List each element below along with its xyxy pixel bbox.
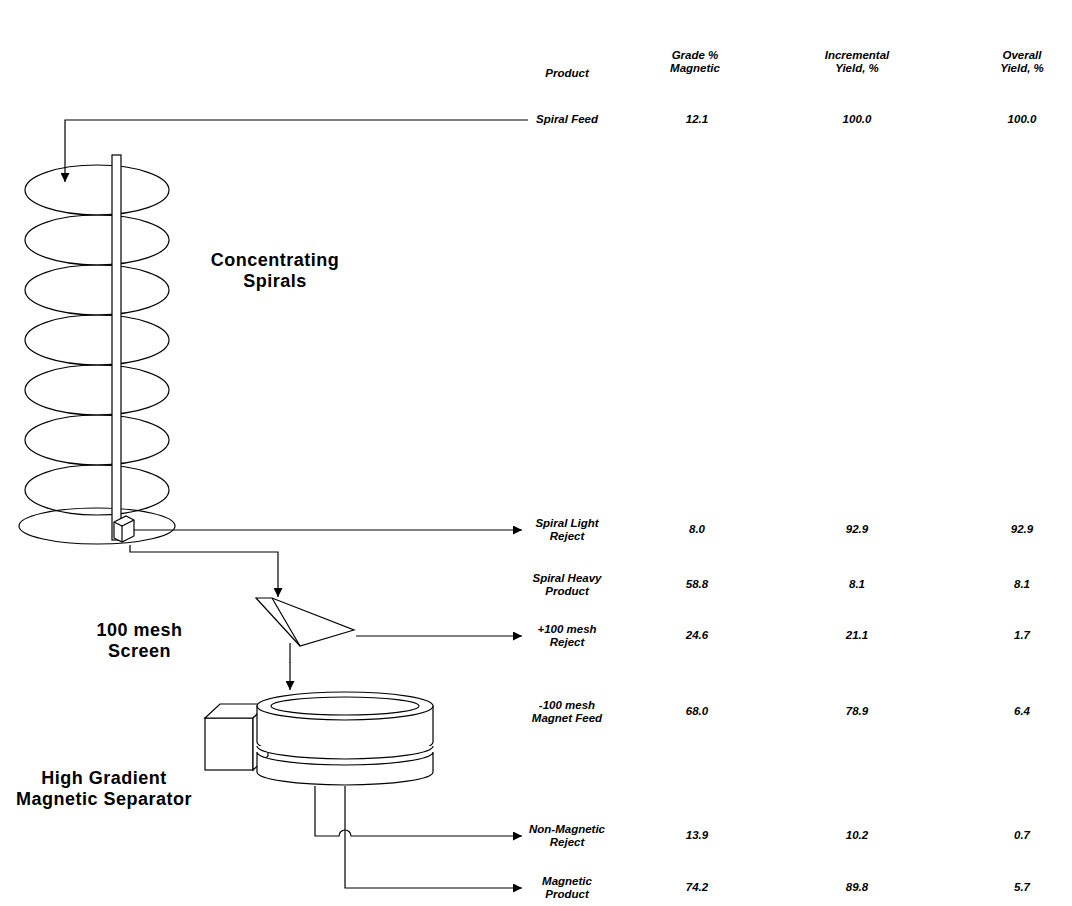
table-value: 68.0 xyxy=(667,705,727,718)
label-slot: 100.0 xyxy=(992,113,1052,126)
feed-line xyxy=(65,120,528,182)
label-slot: 13.9 xyxy=(667,829,727,842)
product-name: +100 mesh Reject xyxy=(524,623,610,649)
label-slot: Product xyxy=(527,67,607,80)
magnetic-line xyxy=(345,786,522,888)
label-slot: 1.7 xyxy=(992,629,1052,642)
label-slot: -100 mesh Magnet Feed xyxy=(524,699,610,725)
label-slot: 10.2 xyxy=(827,829,887,842)
nonmagnetic-line xyxy=(315,786,522,836)
product-name: -100 mesh Magnet Feed xyxy=(524,699,610,725)
label-slot: Incremental Yield, % xyxy=(818,49,896,75)
label-slot: Spiral Light Reject xyxy=(524,517,610,543)
table-value: 89.8 xyxy=(827,881,887,894)
table-value: 92.9 xyxy=(827,523,887,536)
product-name: Magnetic Product xyxy=(524,875,610,901)
label-slot: 8.0 xyxy=(667,523,727,536)
label-slot: Magnetic Product xyxy=(524,875,610,901)
equipment-unit: 100 mesh Screen xyxy=(90,597,360,662)
screen-symbol xyxy=(256,598,354,646)
table-value: 12.1 xyxy=(667,113,727,126)
label-slot: Spiral Heavy Product xyxy=(524,572,610,598)
label-slot: 24.6 xyxy=(667,629,727,642)
splitter xyxy=(114,516,134,542)
label-slot: 58.8 xyxy=(667,578,727,591)
product-name: Spiral Feed xyxy=(524,113,610,126)
product-name: Non-Magnetic Reject xyxy=(524,823,610,849)
column-header: Overall Yield, % xyxy=(992,49,1052,75)
label-slot: 78.9 xyxy=(827,705,887,718)
label-slot: 92.9 xyxy=(992,523,1052,536)
label-slot: 6.4 xyxy=(992,705,1052,718)
label-slot: 92.9 xyxy=(827,523,887,536)
table-value: 6.4 xyxy=(992,705,1052,718)
spiral-column xyxy=(112,155,121,540)
label-slot: Spiral Feed xyxy=(524,113,610,126)
label-slot: 21.1 xyxy=(827,629,887,642)
unit-label: 100 mesh Screen xyxy=(92,620,187,661)
table-value: 58.8 xyxy=(667,578,727,591)
table-value: 24.6 xyxy=(667,629,727,642)
equipment-unit: High Gradient Magnetic Separator xyxy=(0,690,440,810)
table-value: 13.9 xyxy=(667,829,727,842)
table-value: 92.9 xyxy=(992,523,1052,536)
label-slot: 12.1 xyxy=(667,113,727,126)
flow-arrow xyxy=(289,662,290,690)
table-value: 74.2 xyxy=(667,881,727,894)
column-header: Grade % Magnetic xyxy=(659,49,731,75)
table-value: 10.2 xyxy=(827,829,887,842)
unit-label: High Gradient Magnetic Separator xyxy=(4,768,204,809)
separator-symbol xyxy=(205,692,433,785)
unit-label: Concentrating Spirals xyxy=(190,250,360,291)
label-slot: 8.1 xyxy=(992,578,1052,591)
label-slot: 100.0 xyxy=(827,113,887,126)
oversize-line xyxy=(356,635,522,636)
table-value: 21.1 xyxy=(827,629,887,642)
product-name: Spiral Light Reject xyxy=(524,517,610,543)
column-header: Product xyxy=(527,67,607,80)
equipment-unit: Concentrating Spirals xyxy=(20,150,360,545)
table-value: 0.7 xyxy=(992,829,1052,842)
reject-line xyxy=(134,529,522,530)
table-value: 8.1 xyxy=(992,578,1052,591)
table-value: 1.7 xyxy=(992,629,1052,642)
table-value: 5.7 xyxy=(992,881,1052,894)
label-slot: Non-Magnetic Reject xyxy=(524,823,610,849)
flow-arrow xyxy=(130,545,278,597)
product-name: Spiral Heavy Product xyxy=(524,572,610,598)
label-slot: 0.7 xyxy=(992,829,1052,842)
table-value: 8.0 xyxy=(667,523,727,536)
label-slot: 74.2 xyxy=(667,881,727,894)
label-slot: +100 mesh Reject xyxy=(524,623,610,649)
label-slot: Grade % Magnetic xyxy=(659,49,731,75)
table-value: 78.9 xyxy=(827,705,887,718)
table-value: 8.1 xyxy=(827,578,887,591)
table-value: 100.0 xyxy=(827,113,887,126)
spiral-turns xyxy=(19,165,175,544)
label-slot: 89.8 xyxy=(827,881,887,894)
label-slot: 8.1 xyxy=(827,578,887,591)
label-slot: Overall Yield, % xyxy=(992,49,1052,75)
label-slot: 68.0 xyxy=(667,705,727,718)
label-slot: 5.7 xyxy=(992,881,1052,894)
table-value: 100.0 xyxy=(992,113,1052,126)
undersize-stub xyxy=(289,643,290,663)
column-header: Incremental Yield, % xyxy=(818,49,896,75)
